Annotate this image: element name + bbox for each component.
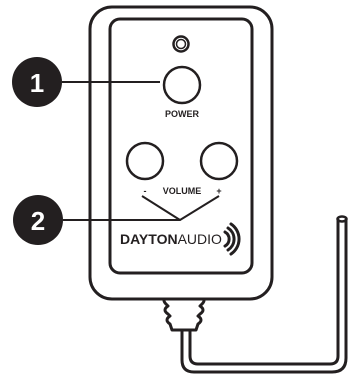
svg-text:DAYTONAUDIO: DAYTONAUDIO — [120, 231, 222, 247]
callout-2: 2 — [13, 195, 220, 245]
volume-plus-label: + — [216, 186, 221, 196]
sound-waves-icon — [223, 222, 241, 256]
brand-name-light: AUDIO — [178, 231, 222, 247]
volume-minus-label: - — [144, 186, 147, 196]
brand-name-bold: DAYTON — [120, 231, 178, 247]
callout-1: 1 — [12, 57, 160, 107]
remote-cable — [180, 215, 348, 374]
volume-down-button[interactable] — [125, 141, 165, 181]
volume-up-button[interactable] — [199, 141, 239, 181]
brand-logo: DAYTONAUDIO — [120, 222, 241, 256]
callout-2-number: 2 — [31, 206, 45, 236]
callout-1-number: 1 — [30, 68, 44, 98]
volume-label: VOLUME — [163, 186, 202, 196]
power-label: POWER — [165, 109, 200, 119]
led-indicator — [172, 35, 190, 53]
power-button[interactable] — [162, 65, 202, 105]
